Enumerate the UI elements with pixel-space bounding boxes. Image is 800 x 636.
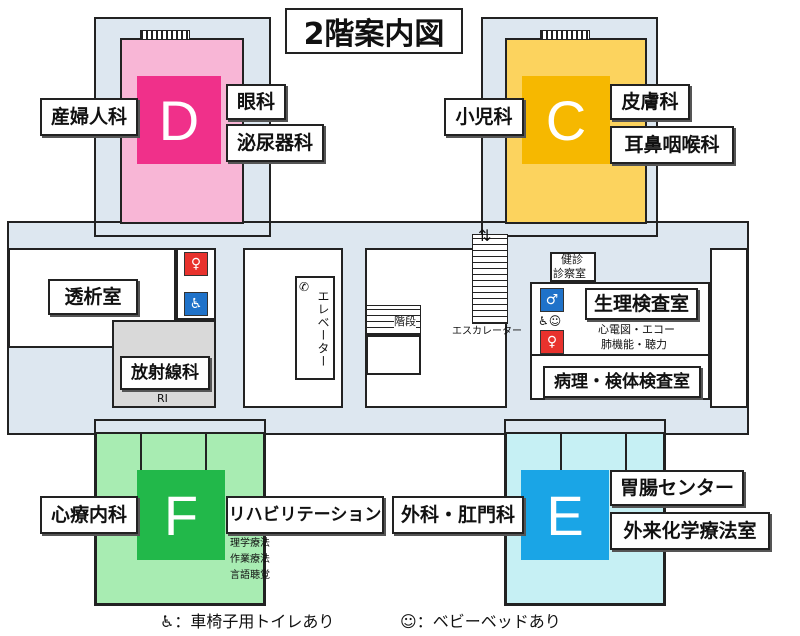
label-dermatology[interactable]: 皮膚科 — [610, 84, 690, 120]
page-title: 2階案内図 — [285, 8, 463, 54]
label-radiology[interactable]: 放射線科 — [120, 356, 210, 390]
label-stairs: 階段 — [394, 315, 416, 329]
label-dialysis[interactable]: 透析室 — [48, 279, 138, 315]
wing-f-divider — [140, 432, 142, 472]
label-elevator: エレベーター — [316, 290, 330, 368]
escalator-arrow-icon: ⇅ — [478, 226, 492, 245]
label-urology[interactable]: 泌尿器科 — [226, 124, 324, 162]
accessible-babybed-icon: ♿☺ — [538, 314, 562, 328]
stair-marker-c — [540, 30, 590, 40]
label-pediatrics[interactable]: 小児科 — [444, 98, 524, 136]
legend-wheelchair-text: ：車椅子用トイレあり — [174, 612, 335, 631]
female-restroom-icon-right: ♀ — [540, 330, 564, 354]
legend-wheelchair: ♿：車椅子用トイレあり — [160, 608, 334, 632]
wing-c-letter: C — [522, 76, 610, 164]
label-speech-therapy: 言語聴覚 — [230, 570, 270, 581]
wing-f-letter: F — [137, 470, 225, 560]
escalator[interactable] — [472, 234, 508, 324]
label-occupational-therapy: 作業療法 — [230, 554, 270, 565]
label-escalator: エスカレーター — [452, 326, 522, 337]
label-ophthalmology[interactable]: 眼科 — [226, 84, 286, 120]
wing-f-divider-2 — [205, 432, 207, 472]
label-rehabilitation[interactable]: リハビリテーション — [226, 496, 384, 534]
elevator[interactable] — [295, 276, 335, 380]
label-psychosomatic[interactable]: 心療内科 — [40, 496, 138, 534]
label-surgery[interactable]: 外科・肛門科 — [392, 496, 524, 534]
label-physiology[interactable]: 生理検査室 — [585, 288, 698, 320]
label-physiology-sub-2: 肺機能・聴力 — [601, 338, 667, 351]
label-health-check-2[interactable]: 診察室 — [553, 267, 586, 280]
room-far-right — [710, 248, 748, 408]
legend-baby-bed-text: ：ベビーベッドあり — [416, 612, 561, 631]
wing-e-letter: E — [521, 470, 609, 560]
label-chemotherapy[interactable]: 外来化学療法室 — [610, 512, 770, 550]
wheelchair-icon: ♿ — [160, 612, 175, 631]
label-pathology[interactable]: 病理・検体検査室 — [543, 366, 701, 398]
label-ri: RI — [157, 392, 168, 405]
baby-bed-icon: ☺ — [400, 612, 417, 631]
wing-e-divider — [560, 432, 562, 472]
stairs-landing — [366, 335, 421, 375]
female-restroom-icon: ♀ — [184, 252, 208, 276]
room-health-check — [550, 252, 596, 282]
wheelchair-restroom-icon: ♿ — [184, 292, 208, 316]
label-ent[interactable]: 耳鼻咽喉科 — [610, 126, 734, 164]
phone-icon: ✆ — [299, 280, 310, 294]
label-health-check-1[interactable]: 健診 — [561, 253, 583, 266]
label-physiology-sub-1: 心電図・エコー — [598, 323, 675, 336]
label-obstetrics[interactable]: 産婦人科 — [40, 98, 138, 136]
wing-d-letter: D — [137, 76, 221, 164]
divider-right-rooms — [530, 354, 710, 356]
label-gastro-center[interactable]: 胃腸センター — [610, 470, 744, 506]
wing-e-divider-2 — [625, 432, 627, 472]
legend-baby-bed: ☺：ベビーベッドあり — [400, 608, 561, 632]
stair-marker-d — [140, 30, 190, 40]
label-physical-therapy: 理学療法 — [230, 538, 270, 549]
male-restroom-icon: ♂ — [540, 288, 564, 312]
